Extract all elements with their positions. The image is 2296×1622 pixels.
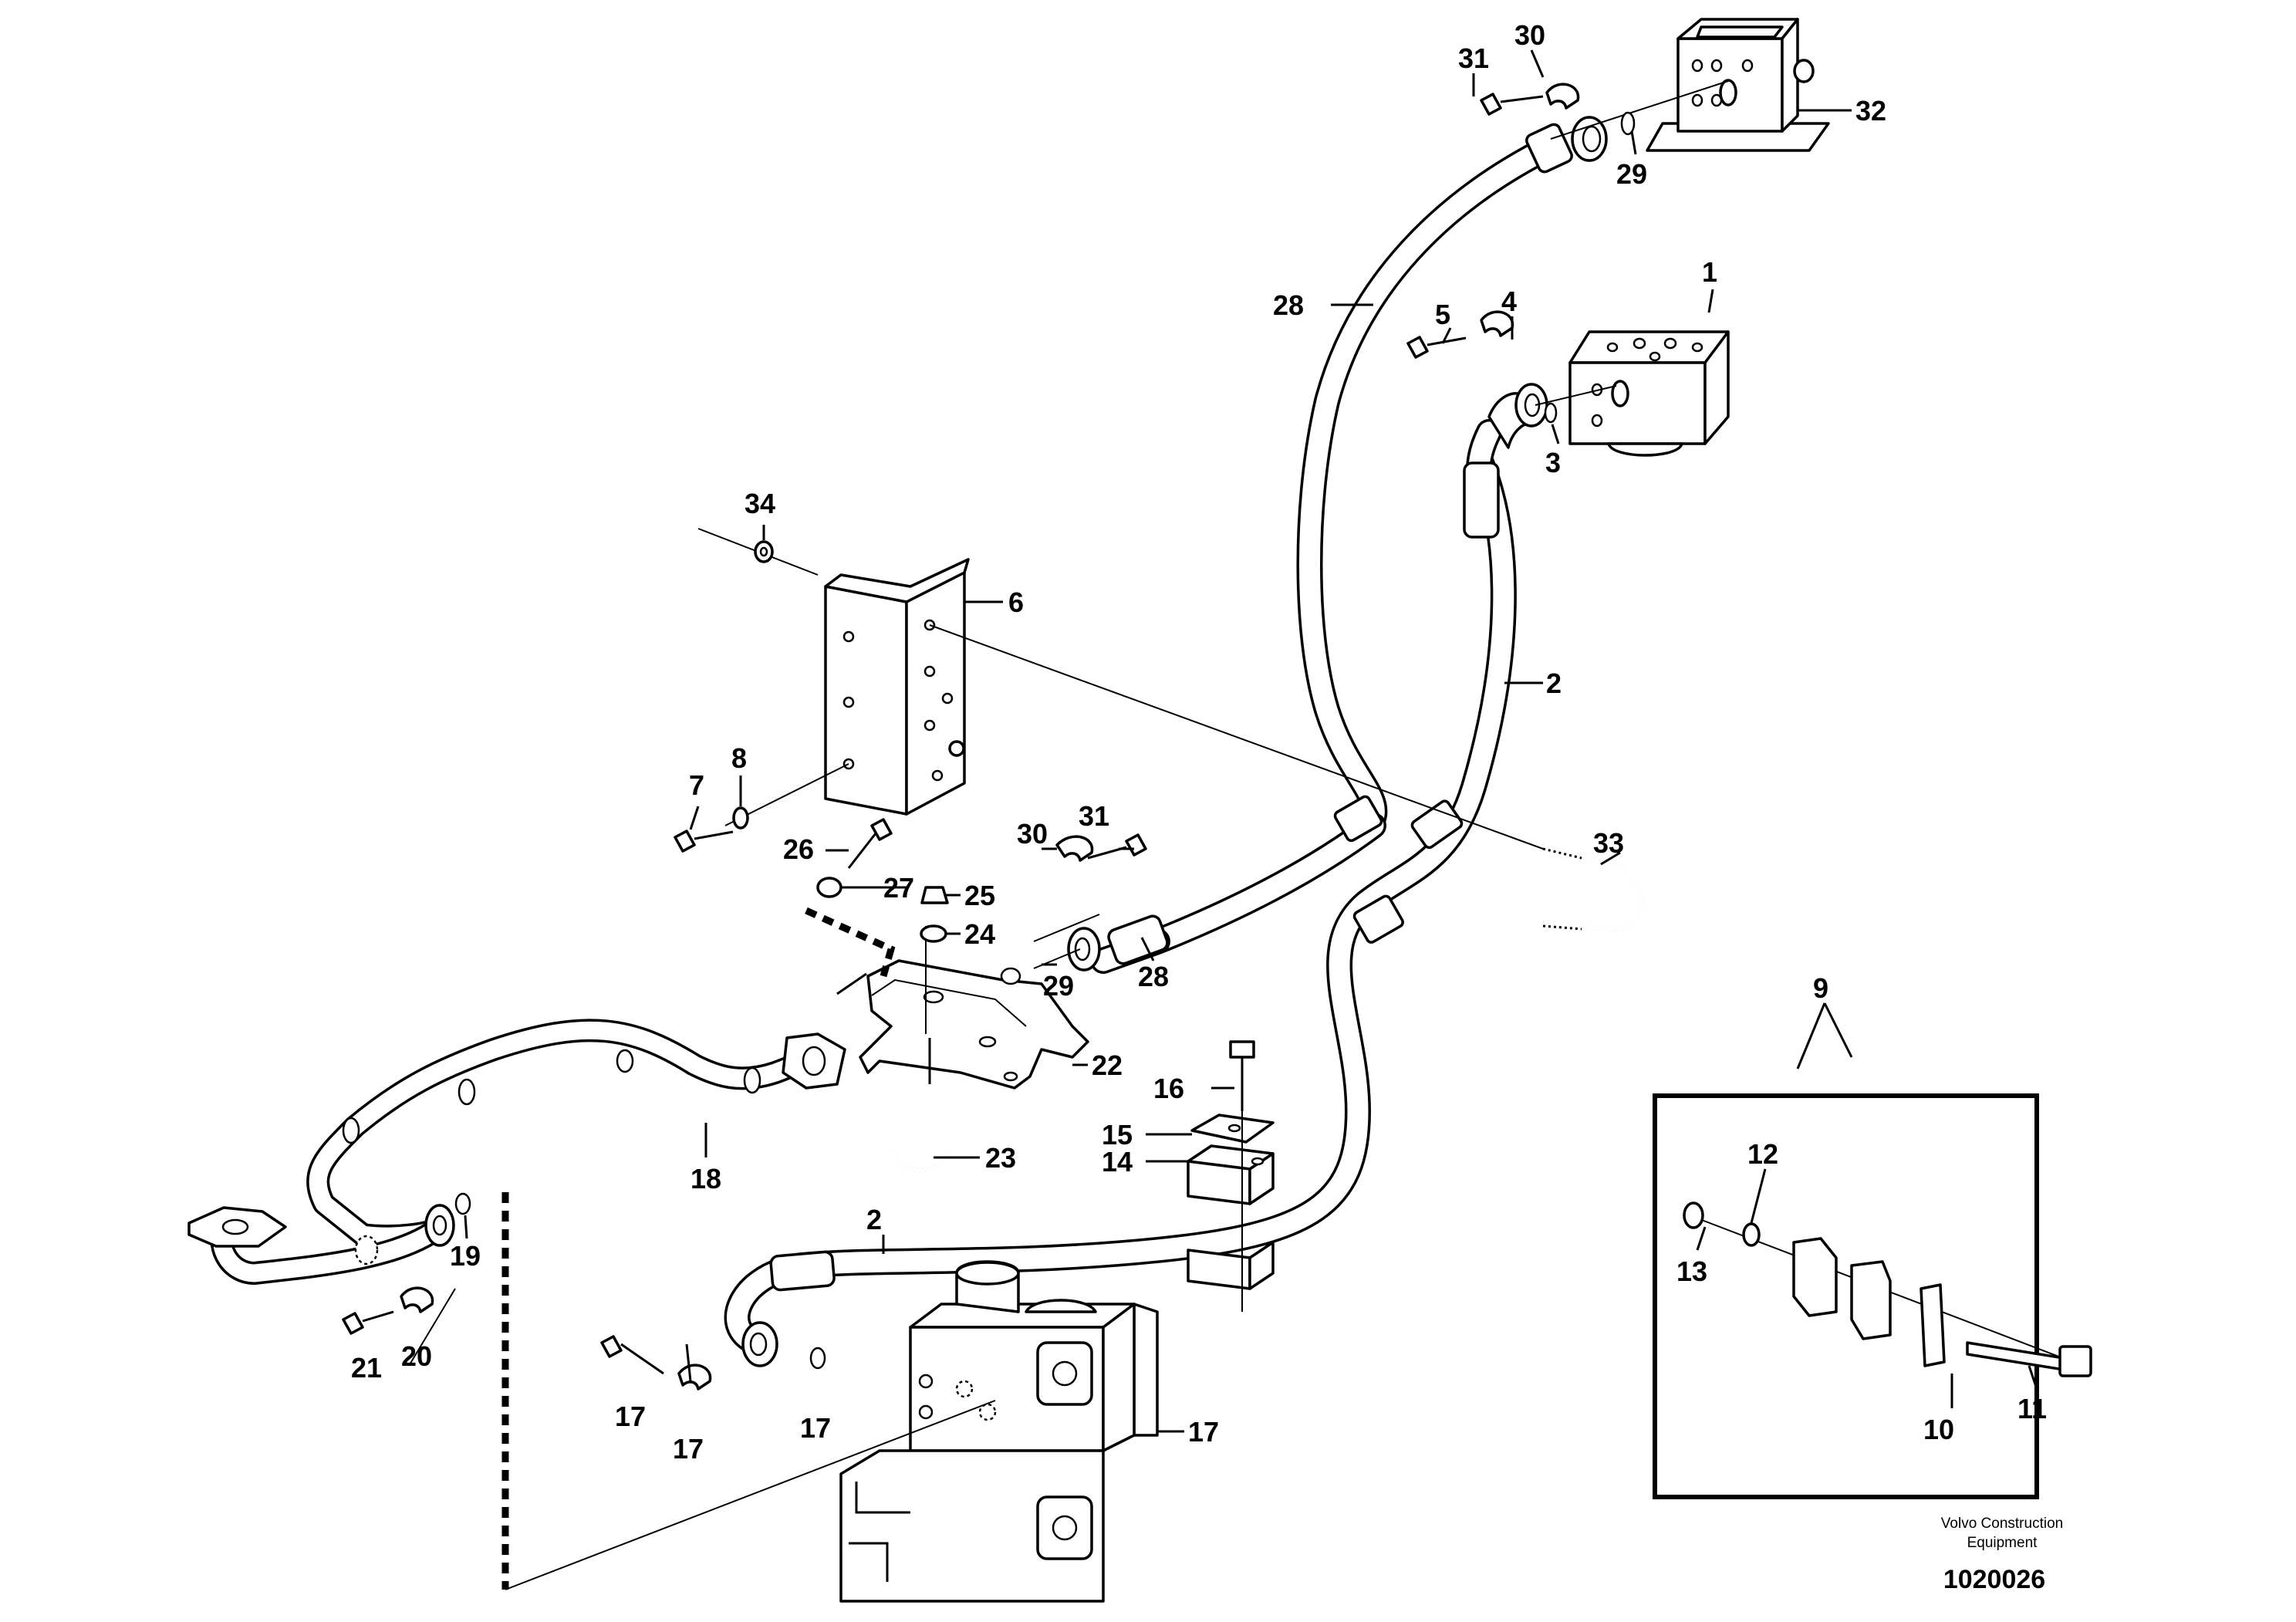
pipe-18	[187, 1019, 846, 1285]
reference-dashed-lines	[501, 907, 896, 1590]
fasteners	[342, 83, 1636, 1391]
label-18: 18	[690, 1163, 721, 1195]
u-bolt-33	[1542, 843, 1643, 932]
label-11: 11	[2017, 1393, 2047, 1424]
label-28-upper: 28	[1273, 289, 1304, 321]
label-4: 4	[1501, 286, 1517, 317]
label-7: 7	[689, 769, 704, 801]
label-21: 21	[351, 1352, 382, 1384]
label-31-mid: 31	[1079, 800, 1109, 832]
label-2-upper: 2	[1546, 667, 1562, 699]
document-number: 1020026	[1943, 1565, 2045, 1594]
label-25: 25	[964, 880, 995, 911]
label-14: 14	[1102, 1146, 1133, 1178]
label-5: 5	[1435, 299, 1450, 330]
plate-15	[1190, 1113, 1275, 1144]
label-19: 19	[450, 1240, 481, 1272]
label-1: 1	[1702, 256, 1717, 288]
label-17-bolt: 17	[615, 1401, 646, 1432]
label-34: 34	[745, 488, 775, 519]
hose-2	[724, 383, 1548, 1367]
hose-28-lower	[1067, 795, 1386, 974]
credit-line-2: Equipment	[1967, 1535, 2038, 1551]
hose-28-upper	[1296, 116, 1608, 831]
label-23: 23	[985, 1142, 1016, 1174]
label-15: 15	[1102, 1119, 1133, 1151]
inset-box	[1653, 1093, 2092, 1499]
bracket-22	[836, 959, 1089, 1090]
label-20: 20	[401, 1340, 432, 1372]
label-10: 10	[1923, 1414, 1954, 1445]
credit-line-1: Volvo Construction	[1941, 1516, 2063, 1532]
label-17-clamp: 17	[673, 1433, 704, 1465]
leader-lines	[464, 49, 2038, 1433]
credit-block: Volvo Construction Equipment 1020026	[1941, 1516, 2063, 1594]
block-1	[1568, 330, 1730, 457]
label-8: 8	[731, 742, 747, 774]
label-28-lower: 28	[1138, 961, 1169, 992]
label-24: 24	[964, 918, 995, 950]
label-30-mid: 30	[1017, 818, 1048, 850]
label-9: 9	[1813, 972, 1828, 1004]
label-26: 26	[783, 833, 814, 865]
label-31-top: 31	[1458, 42, 1489, 74]
block-32	[1646, 18, 1830, 152]
label-2-lower: 2	[866, 1204, 882, 1235]
label-16: 16	[1153, 1073, 1184, 1104]
label-29-top: 29	[1616, 158, 1647, 190]
label-17-oring: 17	[800, 1412, 831, 1444]
label-3: 3	[1545, 447, 1561, 478]
label-6: 6	[1008, 586, 1024, 618]
label-27: 27	[883, 872, 914, 904]
label-17-valve: 17	[1188, 1416, 1219, 1448]
label-13: 13	[1676, 1255, 1707, 1287]
label-30-top: 30	[1514, 19, 1545, 51]
clamp-14	[1187, 1144, 1275, 1290]
label-32: 32	[1855, 95, 1886, 127]
label-22: 22	[1092, 1049, 1123, 1081]
valve-17	[839, 1260, 1159, 1603]
label-29-mid: 29	[1043, 970, 1074, 1002]
bracket-6	[824, 558, 970, 816]
part-labels: 31 30 32 29 1 28 4 5 3 34 6 2 7 8 30 31 …	[351, 19, 2047, 1465]
label-12: 12	[1747, 1138, 1778, 1170]
u-bolt-23	[893, 1038, 947, 1172]
label-33: 33	[1593, 827, 1624, 859]
